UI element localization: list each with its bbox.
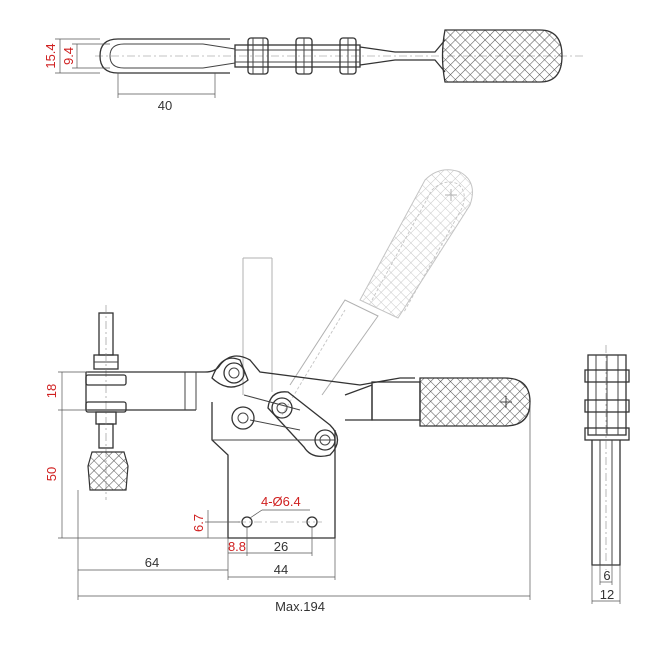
side-view: 6 12 bbox=[584, 345, 630, 604]
dim-label-spindle-to-base: 64 bbox=[145, 555, 159, 570]
handle-grip bbox=[419, 377, 531, 427]
pivot-pin-1 bbox=[223, 362, 245, 384]
dim-label-max-length: Max.194 bbox=[275, 599, 325, 614]
top-loop-outer bbox=[99, 38, 230, 74]
side-pin-1 bbox=[584, 369, 630, 383]
dim-label-top-height-inner: 9.4 bbox=[61, 47, 76, 65]
dim-label-hole-offset-h: 8.8 bbox=[228, 539, 246, 554]
clamp-arm-left bbox=[85, 372, 196, 411]
pivot-pin-3-inner bbox=[276, 402, 288, 414]
top-handle-neck bbox=[359, 39, 446, 73]
handle-bar-start bbox=[344, 384, 373, 421]
dim-label-base-width: 44 bbox=[274, 562, 288, 577]
pivot-pin-4-inner bbox=[319, 434, 331, 446]
dim-label-hole-spacing: 26 bbox=[274, 539, 288, 554]
dim-label-hole-offset-v: 6.7 bbox=[191, 514, 206, 532]
pivot-pin-2 bbox=[231, 406, 255, 430]
spindle-washer-bottom bbox=[85, 401, 127, 413]
spindle-washer-top bbox=[85, 374, 127, 386]
front-view: 18 50 6.7 4-Ø6.4 8.8 26 44 64 Max.194 bbox=[44, 305, 531, 614]
pivot-pin-4 bbox=[314, 429, 336, 451]
phantom-grip bbox=[359, 169, 473, 319]
base-bracket-outline bbox=[211, 402, 336, 539]
phantom-arm bbox=[289, 299, 379, 396]
top-arm-body bbox=[234, 44, 361, 68]
phantom-link bbox=[281, 309, 346, 416]
side-pin-3 bbox=[584, 427, 630, 441]
phantom-grip-inner bbox=[371, 181, 465, 313]
dim-label-hole-spec: 4-Ø6.4 bbox=[261, 494, 301, 509]
hole-callout-leader-arrow bbox=[249, 509, 263, 519]
clamp-arm-top bbox=[86, 355, 415, 386]
side-pin-2 bbox=[584, 399, 630, 413]
dim-label-base-height: 50 bbox=[44, 467, 59, 481]
dim-label-side-inner-width: 6 bbox=[603, 568, 610, 583]
spindle-rubber-tip bbox=[87, 451, 129, 491]
top-handle-grip bbox=[441, 29, 563, 83]
top-view: 15.4 9.4 40 bbox=[43, 29, 585, 113]
handle-bar bbox=[371, 381, 421, 421]
top-pin-boss-1 bbox=[247, 37, 269, 75]
dim-label-side-outer-width: 12 bbox=[600, 587, 614, 602]
link-plate-handle bbox=[267, 391, 339, 458]
top-loop-inner bbox=[109, 43, 203, 69]
dim-label-spindle-height: 18 bbox=[44, 384, 59, 398]
phantom-open-position bbox=[242, 169, 473, 416]
top-loop-taper bbox=[202, 43, 236, 69]
pivot-pin-3 bbox=[271, 397, 293, 419]
dim-label-top-width: 40 bbox=[158, 98, 172, 113]
pivot-pin-2-inner bbox=[237, 412, 249, 424]
dim-label-top-height-outer: 15.4 bbox=[43, 43, 58, 68]
pivot-pin-1-inner bbox=[228, 367, 240, 379]
link-bar bbox=[243, 394, 301, 431]
